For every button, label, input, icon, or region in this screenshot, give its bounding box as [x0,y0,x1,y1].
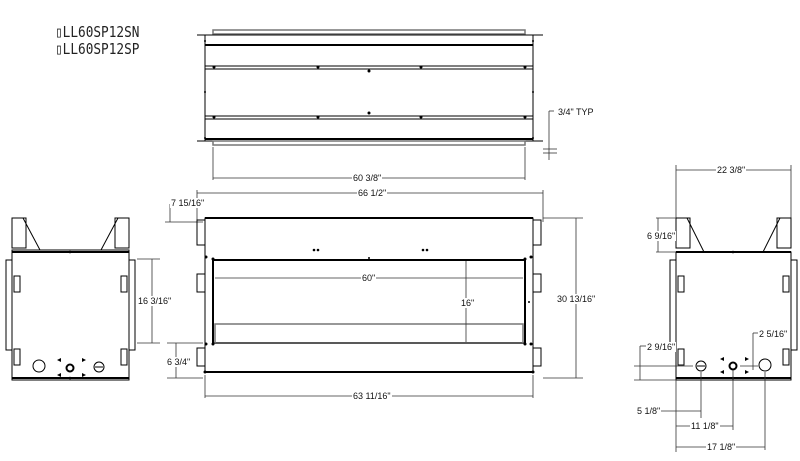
dim-left-height: 16 3/16" [137,296,173,306]
top-view [197,29,557,180]
dim-c: 17 1/8" [706,442,737,452]
dim-opening-width: 60" [361,273,377,283]
dim-overall-depth: 22 3/8" [716,165,747,175]
dim-right-gas-height: 2 5/16" [758,329,789,339]
dim-top-height: 6 9/16" [646,231,677,241]
dim-a: 5 1/8" [636,406,662,416]
dim-left-gas-height: 2 9/16" [646,342,677,352]
dim-typ: 3/4" TYP [557,107,595,117]
side-view-left [5,217,136,381]
model-number-sp: ▯LL60SP12SP [55,40,140,58]
model-numbers: ▯LL60SP12SN ▯LL60SP12SP [55,24,154,58]
dim-overall-height: 30 13/16" [556,294,597,304]
dim-bottom-width: 63 11/16" [352,391,392,401]
dim-b: 11 1/8" [690,421,720,431]
dim-top-width: 60 3/8" [352,173,383,183]
dim-top-offset: 7 15/16" [170,198,206,208]
dim-opening-height: 16" [460,298,476,308]
dim-bottom-height: 6 3/4" [166,357,192,367]
front-view [137,190,583,398]
model-number-sn: ▯LL60SP12SN [55,23,140,41]
dim-overall-width: 66 1/2" [357,188,388,198]
